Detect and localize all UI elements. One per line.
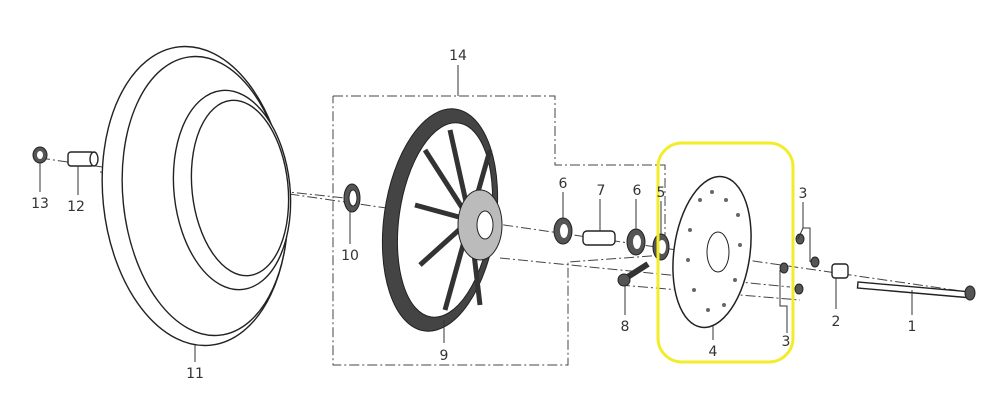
brake-disc (672, 175, 752, 329)
oil-seal (343, 183, 361, 213)
bearing-right (626, 228, 646, 256)
callout-3-lower: 3 (782, 334, 791, 350)
leader-lines (39, 65, 913, 362)
callout-7: 7 (597, 183, 606, 199)
bolt (617, 261, 650, 287)
callout-6-left: 6 (559, 176, 568, 192)
callout-2: 2 (832, 314, 841, 330)
callout-13: 13 (31, 196, 49, 212)
highlight-box (656, 141, 795, 364)
callout-14: 14 (449, 48, 467, 64)
wheel-rim (381, 108, 503, 332)
callout-5: 5 (657, 185, 666, 201)
bearing-left (553, 217, 573, 245)
callout-6-right: 6 (633, 183, 642, 199)
callout-9: 9 (440, 348, 449, 364)
callout-1: 1 (908, 319, 917, 335)
callout-12: 12 (67, 199, 85, 215)
collar (67, 151, 99, 167)
callout-8: 8 (621, 319, 630, 335)
callout-10: 10 (341, 248, 359, 264)
seal (652, 233, 670, 261)
tire (101, 45, 292, 347)
axle-collar (831, 263, 849, 279)
callout-4: 4 (709, 344, 718, 360)
callout-3-upper: 3 (799, 186, 808, 202)
callout-11: 11 (186, 366, 204, 382)
nut (32, 146, 48, 164)
spacer (582, 230, 616, 246)
axle (856, 281, 976, 301)
disc-bolts (779, 233, 820, 295)
